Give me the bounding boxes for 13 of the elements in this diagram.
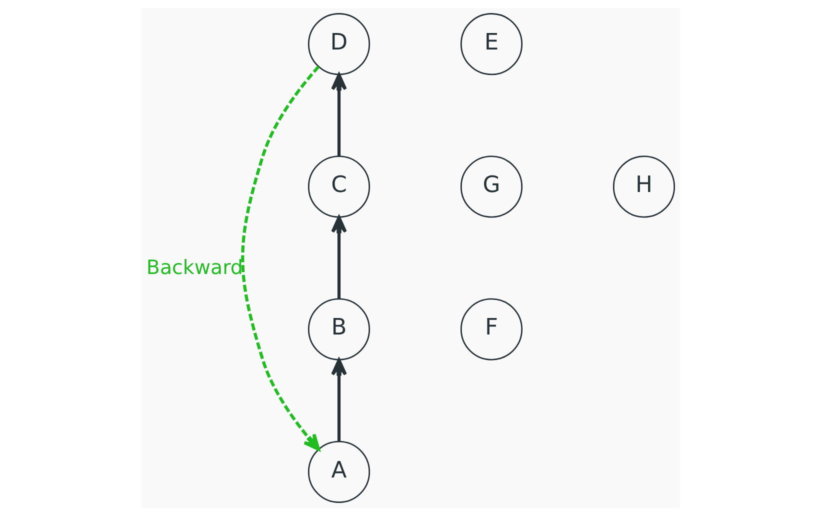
arrow xyxy=(331,358,347,442)
node-circle: A xyxy=(308,440,370,503)
edge-label: Backward xyxy=(146,256,243,279)
node-circle: B xyxy=(308,298,370,360)
node-circle: H xyxy=(612,156,676,218)
node-circle: C xyxy=(308,156,370,218)
node-circle: E xyxy=(460,13,523,76)
arrow xyxy=(331,73,347,156)
node-circle: G xyxy=(460,156,523,218)
arrow xyxy=(241,66,320,451)
node-circle: D xyxy=(308,13,370,76)
arrow xyxy=(331,216,347,299)
node-circle: F xyxy=(460,298,523,360)
